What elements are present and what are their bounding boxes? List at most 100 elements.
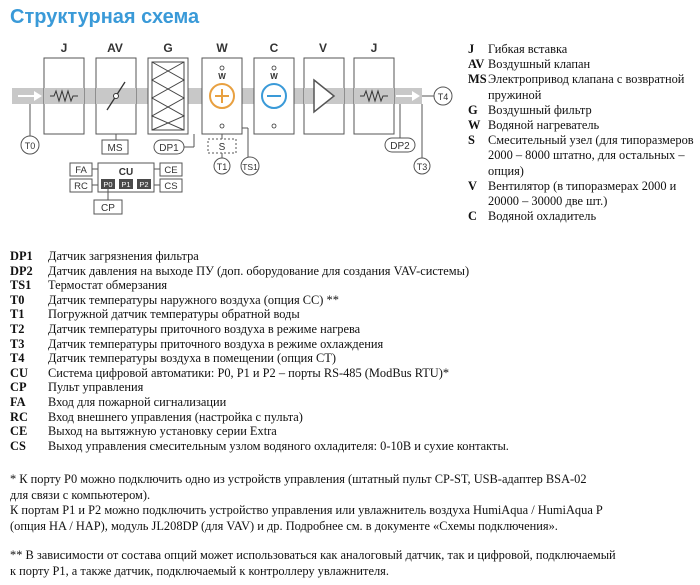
legend-desc: Выход управления смесительным узлом водя… bbox=[48, 438, 509, 453]
legend-row-rc: RC Вход внешнего управления (настройка с… bbox=[10, 410, 695, 425]
cu-label: CU bbox=[119, 167, 133, 178]
t4-sensor bbox=[433, 86, 453, 106]
label-v: V bbox=[319, 41, 327, 55]
legend-code: T4 bbox=[10, 351, 25, 366]
legend-row-g: G Воздушный фильтр bbox=[468, 103, 698, 118]
sensor-legend: DP1 Датчик загрязнения фильтра DP2 Датчи… bbox=[10, 249, 695, 453]
legend-code: V bbox=[468, 178, 477, 193]
port-p0 bbox=[101, 179, 115, 189]
legend-row-av: AV Воздушный клапан bbox=[468, 57, 698, 72]
air-filter bbox=[147, 57, 189, 135]
p2-label: P2 bbox=[139, 180, 148, 189]
ce-label: CE bbox=[164, 165, 177, 176]
p0-label: P0 bbox=[103, 180, 112, 189]
cp-label: CP bbox=[101, 203, 115, 214]
label-j1: J bbox=[61, 41, 68, 55]
legend-row-t1: T1 Погружной датчик температуры обратной… bbox=[10, 307, 695, 322]
legend-desc: Водяной нагреватель bbox=[488, 118, 600, 133]
legend-row-v: V Вентилятор (в типоразмерах 2000 и 2000… bbox=[468, 179, 698, 209]
fa-label: FA bbox=[75, 165, 87, 176]
dp1-label: DP1 bbox=[159, 143, 179, 154]
ts1-label: TS1 bbox=[242, 162, 258, 172]
ts1-sensor bbox=[240, 156, 260, 176]
footnotes: * К порту P0 можно подключить одно из ус… bbox=[10, 472, 695, 579]
legend-code: G bbox=[468, 102, 478, 117]
legend-row-s: S Смесительный узел (для типоразмеров 20… bbox=[468, 133, 698, 179]
legend-row-fa: FA Вход для пожарной сигнализации bbox=[10, 395, 695, 410]
legend-code: C bbox=[468, 209, 477, 224]
legend-desc: Датчик температуры воздуха в помещении (… bbox=[48, 351, 336, 366]
p1-label: P1 bbox=[121, 180, 130, 189]
legend-desc: Датчик температуры приточного воздуха в … bbox=[48, 336, 384, 351]
legend-code: S bbox=[468, 133, 475, 148]
legend-desc: Смесительный узел (для типоразмеров 2000… bbox=[488, 133, 694, 178]
legend-desc: Воздушный клапан bbox=[488, 57, 591, 72]
t0-label: T0 bbox=[25, 141, 36, 151]
t0-sensor bbox=[20, 135, 40, 155]
rc-label: RC bbox=[74, 181, 88, 192]
legend-code: TS1 bbox=[10, 278, 32, 293]
cp-box bbox=[93, 199, 123, 215]
legend-code: W bbox=[468, 118, 481, 133]
water-heater: W bbox=[201, 57, 243, 135]
ms-label: MS bbox=[108, 143, 123, 154]
footnote-sensors: ** В зависимости от состава опций может … bbox=[10, 548, 616, 578]
legend-code: DP2 bbox=[10, 263, 33, 278]
legend-row-cu: CU Система цифровой автоматики: P0, P1 и… bbox=[10, 366, 695, 381]
t3-sensor bbox=[413, 157, 431, 175]
legend-row-t3: T3 Датчик температуры приточного воздуха… bbox=[10, 337, 695, 352]
legend-code: T3 bbox=[10, 336, 25, 351]
legend-code: MS bbox=[468, 72, 487, 87]
legend-desc: Пульт управления bbox=[48, 380, 144, 395]
legend-desc: Система цифровой автоматики: P0, P1 и P2… bbox=[48, 365, 450, 380]
legend-desc: Вход внешнего управления (настройка с пу… bbox=[48, 409, 303, 424]
label-j2: J bbox=[371, 41, 378, 55]
t1-label: T1 bbox=[217, 162, 228, 172]
legend-code: CE bbox=[10, 424, 28, 439]
flexible-connector-2 bbox=[353, 57, 395, 135]
flexible-connector-1 bbox=[43, 57, 85, 135]
legend-desc: Вентилятор (в типоразмерах 2000 и 20000 … bbox=[488, 178, 677, 209]
air-damper bbox=[95, 57, 137, 135]
legend-row-w: W Водяной нагреватель bbox=[468, 118, 698, 133]
legend-row-j: J Гибкая вставка bbox=[468, 42, 698, 57]
legend-code: CU bbox=[10, 365, 28, 380]
legend-code: CS bbox=[10, 438, 26, 453]
legend-code: FA bbox=[10, 394, 26, 409]
label-w: W bbox=[216, 41, 228, 55]
fan bbox=[303, 57, 345, 135]
legend-row-dp1: DP1 Датчик загрязнения фильтра bbox=[10, 249, 695, 264]
cs-box bbox=[159, 178, 183, 193]
legend-desc: Воздушный фильтр bbox=[488, 102, 592, 117]
legend-desc: Датчик давления на выходе ПУ (доп. обору… bbox=[48, 263, 470, 278]
legend-row-ts1: TS1 Термостат обмерзания bbox=[10, 278, 695, 293]
t4-label: T4 bbox=[438, 92, 449, 102]
legend-desc: Гибкая вставка bbox=[488, 42, 568, 56]
ms-box bbox=[101, 139, 129, 155]
legend-desc: Датчик температуры наружного воздуха (оп… bbox=[48, 292, 339, 307]
water-cooler: W bbox=[253, 57, 295, 135]
legend-desc: Водяной охладитель bbox=[488, 209, 597, 224]
s-label: S bbox=[219, 142, 226, 153]
legend-code: T0 bbox=[10, 292, 25, 307]
legend-code: CP bbox=[10, 380, 27, 395]
legend-row-t2: T2 Датчик температуры приточного воздуха… bbox=[10, 322, 695, 337]
legend-desc: Датчик загрязнения фильтра bbox=[48, 249, 199, 263]
t3-label: T3 bbox=[417, 162, 428, 172]
heater-w-label: W bbox=[218, 72, 226, 81]
legend-desc: Электропривод клапана с возвратной пружи… bbox=[488, 72, 685, 102]
inlet-arrow-icon bbox=[18, 91, 42, 101]
legend-code: J bbox=[468, 42, 475, 56]
legend-row-t4: T4 Датчик температуры воздуха в помещени… bbox=[10, 351, 695, 366]
ce-box bbox=[159, 162, 183, 177]
legend-desc: Термостат обмерзания bbox=[48, 278, 168, 293]
legend-code: T1 bbox=[10, 307, 25, 322]
legend-row-dp2: DP2 Датчик давления на выходе ПУ (доп. о… bbox=[10, 264, 695, 279]
legend-code: T2 bbox=[10, 321, 25, 336]
structural-diagram: J AV G W C V J MS DP1 W S T1 bbox=[12, 41, 453, 215]
legend-row-cp: CP Пульт управления bbox=[10, 380, 695, 395]
label-av: AV bbox=[107, 41, 123, 55]
port-p2 bbox=[137, 179, 151, 189]
dp2-label: DP2 bbox=[390, 141, 410, 152]
dp2-box bbox=[384, 137, 416, 153]
